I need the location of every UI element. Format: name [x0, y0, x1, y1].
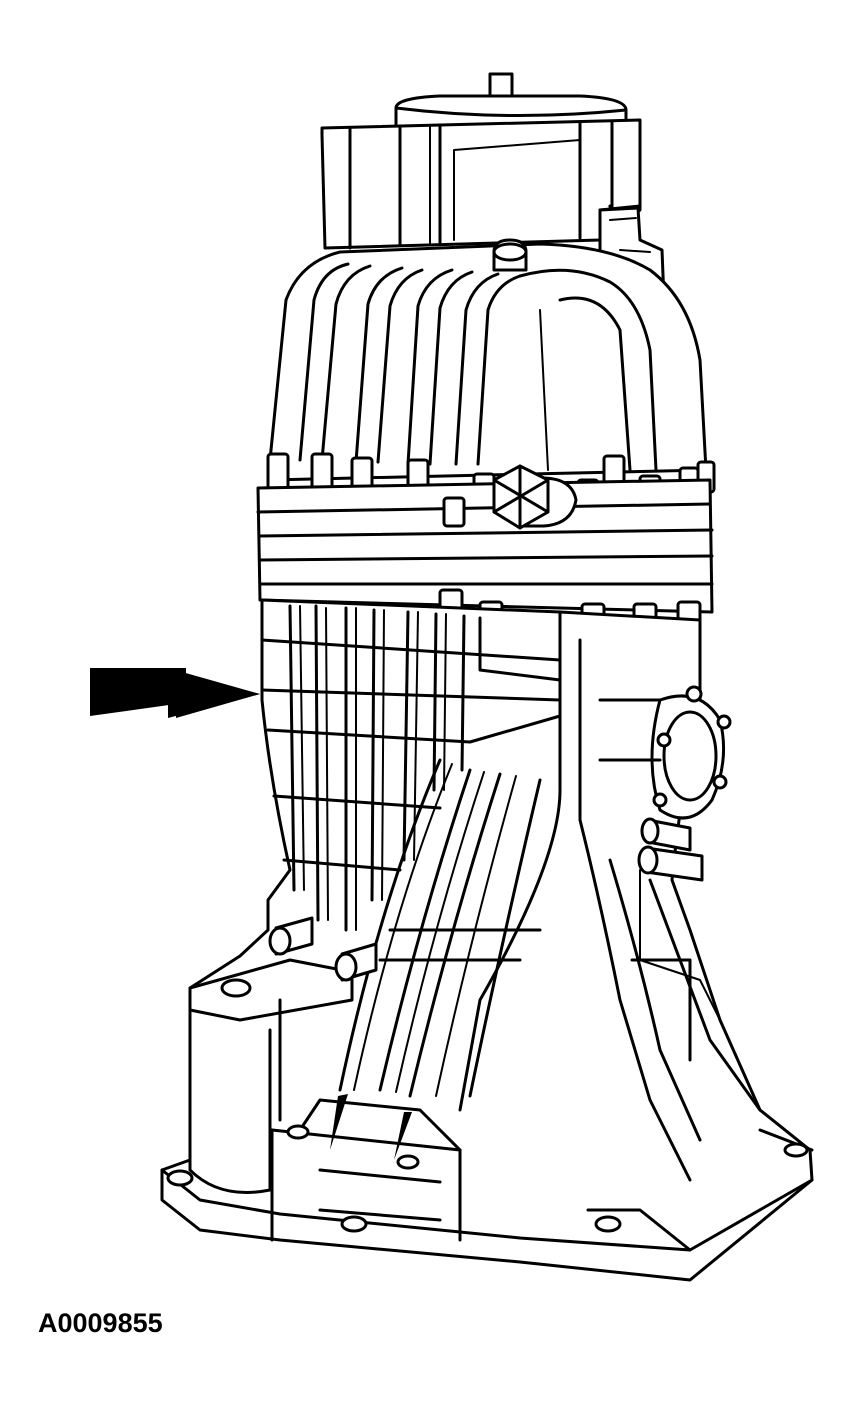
pto-cover [598, 685, 732, 820]
main-case [160, 598, 814, 1282]
shift-rail-stub [637, 817, 704, 882]
fill-plug [492, 464, 578, 530]
extension-housing [320, 72, 666, 302]
upper-dome [266, 238, 716, 522]
double-arrow-right-icon [90, 668, 260, 718]
figure-id-label: A0009855 [38, 1308, 163, 1338]
split-flange [256, 464, 714, 626]
base-flange [160, 1094, 814, 1252]
ribbed-grid-section [260, 604, 562, 932]
mounting-boss-left [188, 916, 378, 1194]
